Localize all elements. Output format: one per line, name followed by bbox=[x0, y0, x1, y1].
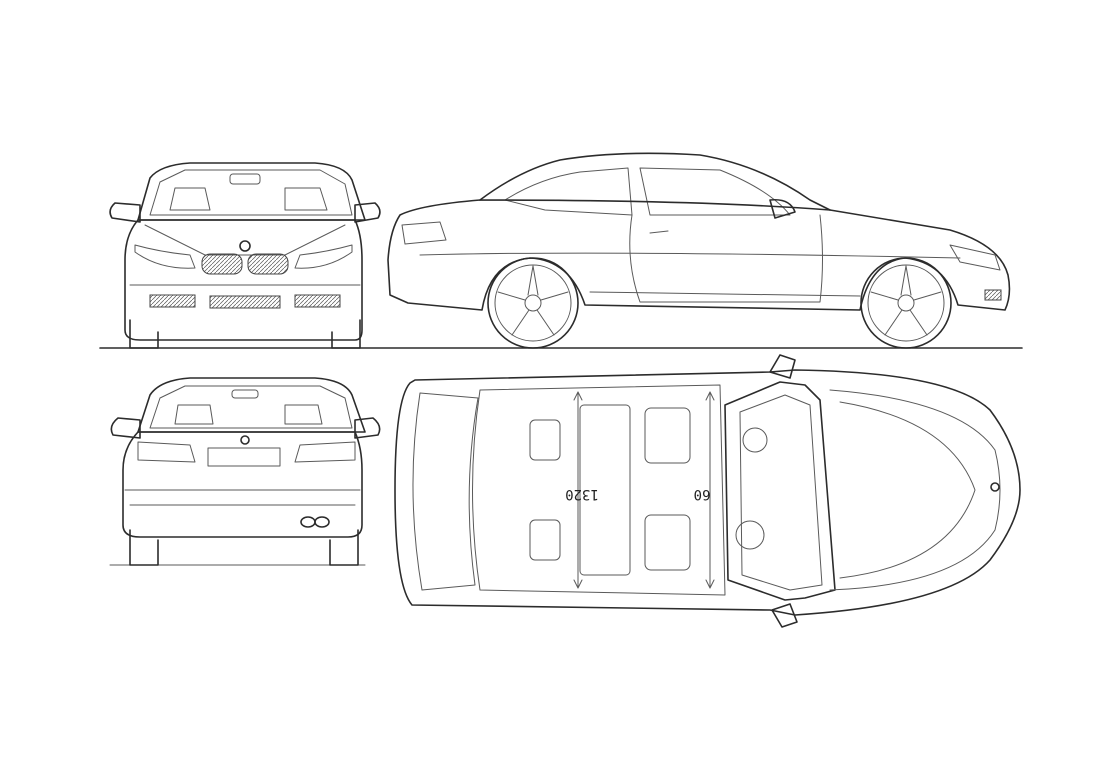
logo-icon bbox=[239, 240, 251, 252]
track-dimension-label: 1320 bbox=[565, 486, 599, 502]
rear-wheel bbox=[487, 257, 579, 349]
front-wheel bbox=[860, 257, 952, 349]
side-view bbox=[387, 152, 1011, 349]
top-view: 1320 60 bbox=[394, 354, 1021, 628]
rear-view bbox=[110, 377, 381, 566]
logo-icon bbox=[240, 435, 250, 445]
track-dimension-label-front: 60 bbox=[694, 486, 711, 502]
front-view bbox=[109, 162, 381, 349]
logo-icon bbox=[990, 482, 1000, 492]
